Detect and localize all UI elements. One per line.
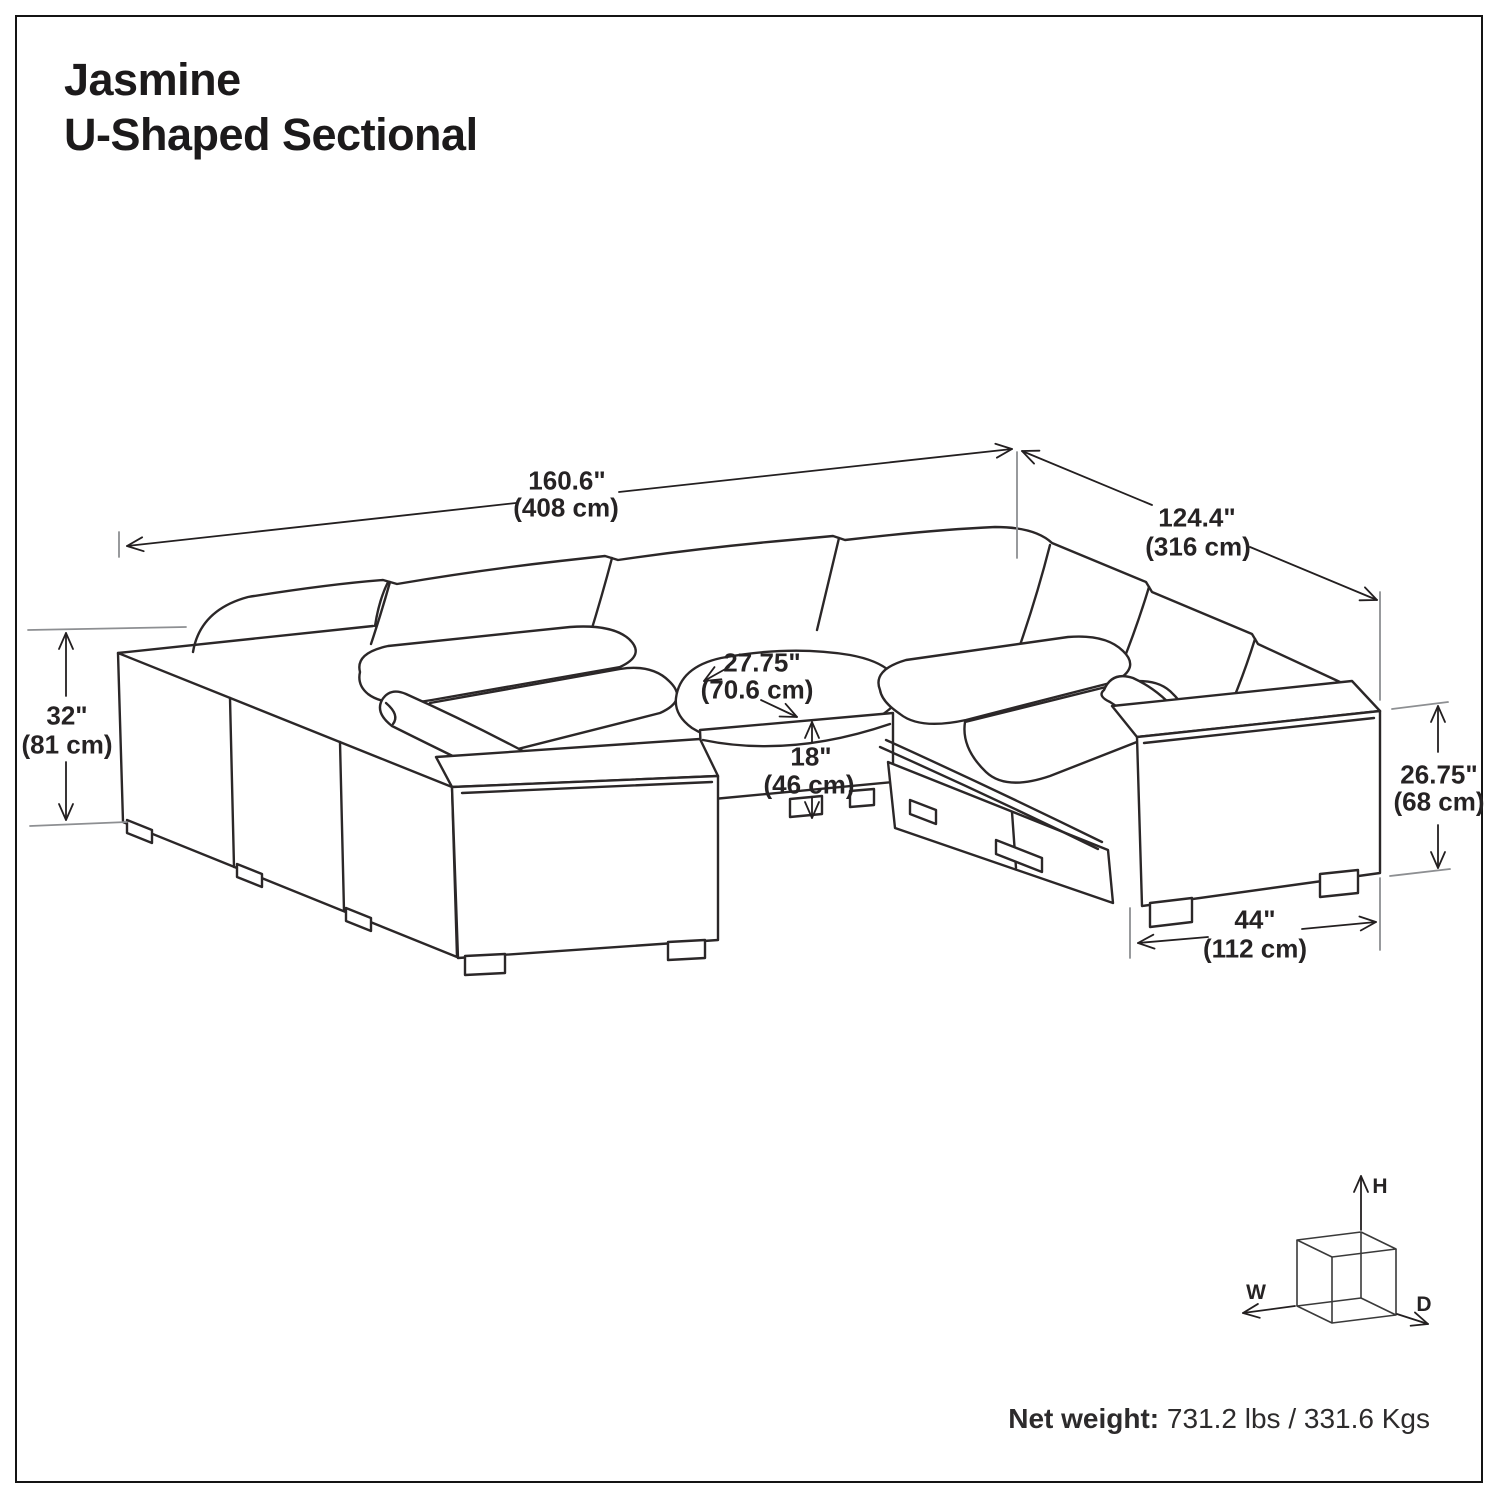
dim-overall-height-in: 32" [46, 700, 88, 731]
sofa-back-cushions-outline [191, 525, 1342, 684]
sofa-drawing [116, 525, 1382, 977]
orientation-cube-axes [1242, 1175, 1429, 1327]
orientation-cube-icon [1296, 1231, 1397, 1324]
dim-seat-height-in: 18" [790, 741, 832, 772]
net-weight: Net weight: 731.2 lbs / 331.6 Kgs [1008, 1403, 1430, 1435]
dim-overall-width-cm: (408 cm) [513, 492, 619, 523]
net-weight-label: Net weight: [1008, 1403, 1160, 1434]
dim-seat-height-cm: (46 cm) [763, 769, 855, 800]
dim-line-seat-depth [703, 666, 730, 682]
dim-seat-depth-in: 27.75" [723, 647, 801, 678]
axis-w-label: W [1246, 1281, 1266, 1304]
dim-arm-height-cm: (68 cm) [1393, 786, 1485, 817]
dim-overall-depth-in: 124.4" [1158, 502, 1236, 533]
axis-d-arrow [1396, 1311, 1429, 1327]
page-title: Jasmine U-Shaped Sectional [64, 52, 478, 162]
product-type: U-Shaped Sectional [64, 109, 478, 160]
dim-arm-width-in: 44" [1234, 904, 1276, 935]
dim-line-arm-width [1137, 933, 1209, 950]
dim-line-overall-depth [1021, 449, 1153, 506]
product-name: Jasmine [64, 54, 241, 105]
dim-overall-height-cm: (81 cm) [21, 729, 113, 760]
sofa-right-base [886, 760, 1115, 905]
dim-seat-depth-cm: (70.6 cm) [700, 674, 814, 705]
dim-arm-width-cm: (112 cm) [1202, 933, 1308, 964]
dim-overall-depth-cm: (316 cm) [1145, 531, 1251, 562]
net-weight-value: 731.2 lbs / 331.6 Kgs [1159, 1403, 1430, 1434]
sofa-left-seat-1 [358, 625, 637, 705]
dim-arm-height-in: 26.75" [1400, 759, 1478, 790]
dimension-lines [58, 442, 1446, 950]
extension-lines [27, 451, 1451, 959]
axis-w-arrow [1242, 1303, 1296, 1319]
sofa-right-seat-1 [877, 635, 1132, 725]
dim-line-overall-width [126, 502, 517, 553]
sofa-left-arm-front [450, 774, 720, 960]
axis-h-label: H [1372, 1175, 1388, 1198]
dim-overall-width-in: 160.6" [528, 465, 606, 496]
axis-d-label: D [1416, 1293, 1432, 1316]
sofa-right-arm-front [1135, 709, 1382, 908]
